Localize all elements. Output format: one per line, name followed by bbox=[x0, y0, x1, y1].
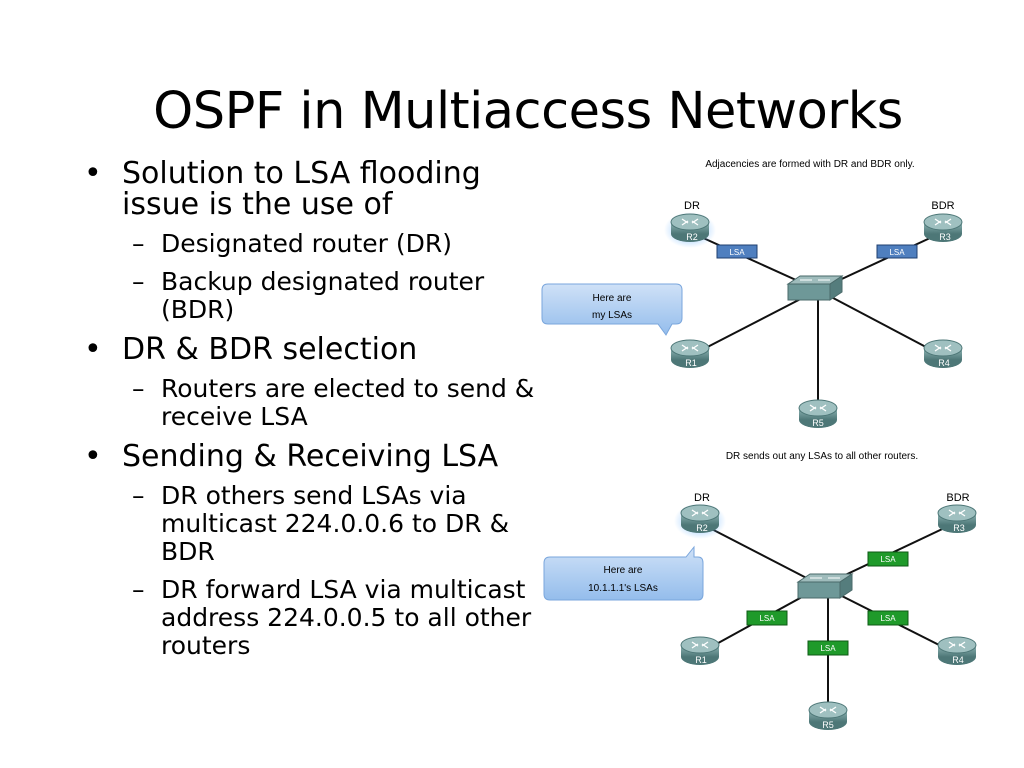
bullet-text: Sending & Receiving LSA bbox=[122, 439, 499, 474]
diagram1-links bbox=[689, 231, 944, 412]
bullet-item: •Sending & Receiving LSA bbox=[84, 439, 499, 474]
dr-label: DR bbox=[694, 492, 710, 504]
svg-text:R5: R5 bbox=[822, 720, 834, 730]
svg-text:R3: R3 bbox=[939, 232, 951, 242]
svg-text:Here are: Here are bbox=[604, 565, 643, 576]
diagram1-switch bbox=[786, 275, 844, 301]
router-r2-dr: R2 bbox=[664, 212, 716, 248]
sub-bullet-text: Designated router (DR) bbox=[161, 229, 453, 258]
svg-text:LSA: LSA bbox=[759, 614, 775, 623]
router-r1: R1 bbox=[670, 339, 710, 368]
svg-text:LSA: LSA bbox=[880, 614, 896, 623]
router-r3-bdr: R3 bbox=[923, 213, 963, 242]
svg-text:R5: R5 bbox=[812, 418, 824, 428]
bullet-text: DR & BDR selection bbox=[122, 332, 418, 367]
bdr-label: BDR bbox=[931, 200, 954, 212]
router-r4: R4 bbox=[923, 339, 963, 368]
diagram2-switch bbox=[796, 573, 854, 599]
slide-title: OSPF in Multiaccess Networks bbox=[153, 82, 903, 141]
sub-bullet-item: –DR forward LSA via multicast address 22… bbox=[132, 575, 532, 660]
svg-text:LSA: LSA bbox=[880, 555, 896, 564]
router-r5: R5 bbox=[808, 701, 848, 730]
svg-text:Here are: Here are bbox=[593, 293, 632, 304]
diagram1-callout: Here are my LSAs bbox=[541, 283, 683, 336]
diagram2-links bbox=[699, 522, 956, 715]
svg-text:R4: R4 bbox=[938, 358, 950, 368]
diagram2-lsa-tag: LSA bbox=[867, 551, 909, 567]
router-r1: R1 bbox=[680, 636, 720, 665]
diagram1-lsa-tag: LSA bbox=[876, 244, 918, 259]
diagram2-lsa-tag: LSA bbox=[807, 640, 849, 656]
svg-text:R1: R1 bbox=[685, 358, 697, 368]
bullet-item: •DR & BDR selection bbox=[84, 332, 418, 367]
diagram2-callout: Here are 10.1.1.1's LSAs bbox=[543, 545, 704, 601]
router-r5: R5 bbox=[798, 399, 838, 428]
diagram2-lsa-tag: LSA bbox=[867, 610, 909, 626]
svg-text:LSA: LSA bbox=[729, 248, 745, 257]
router-r2-dr: R2 bbox=[674, 503, 726, 539]
bdr-label: BDR bbox=[946, 492, 969, 504]
sub-bullet-item: –DR others send LSAs via multicast 224.0… bbox=[132, 481, 510, 566]
dr-label: DR bbox=[684, 200, 700, 212]
bullet-text: Solution to LSA flooding issue is the us… bbox=[122, 156, 481, 222]
bullet-list: •Solution to LSA flooding issue is the u… bbox=[82, 158, 552, 670]
svg-text:R4: R4 bbox=[952, 655, 964, 665]
sub-bullet-item: –Backup designated router (BDR) bbox=[132, 267, 485, 324]
svg-text:R2: R2 bbox=[696, 523, 708, 533]
sub-bullet-text: DR others send LSAs via multicast 224.0.… bbox=[161, 481, 510, 566]
svg-text:my LSAs: my LSAs bbox=[592, 310, 632, 321]
diagram1-caption: Adjacencies are formed with DR and BDR o… bbox=[705, 159, 914, 170]
sub-bullet-text: Backup designated router (BDR) bbox=[161, 267, 485, 324]
bullet-item: •Solution to LSA flooding issue is the u… bbox=[84, 156, 481, 222]
svg-text:R1: R1 bbox=[695, 655, 707, 665]
sub-bullet-text: Routers are elected to send & receive LS… bbox=[161, 374, 535, 431]
svg-text:LSA: LSA bbox=[820, 644, 836, 653]
svg-text:LSA: LSA bbox=[889, 248, 905, 257]
sub-bullet-item: –Routers are elected to send & receive L… bbox=[132, 374, 535, 431]
diagram1-lsa-tag: LSA bbox=[716, 244, 758, 259]
svg-text:R3: R3 bbox=[953, 523, 965, 533]
router-r3-bdr: R3 bbox=[937, 504, 977, 533]
router-r4: R4 bbox=[937, 636, 977, 665]
svg-text:R2: R2 bbox=[686, 232, 698, 242]
sub-bullet-text: DR forward LSA via multicast address 224… bbox=[161, 575, 532, 660]
svg-text:10.1.1.1's LSAs: 10.1.1.1's LSAs bbox=[588, 583, 658, 594]
diagram2-caption: DR sends out any LSAs to all other route… bbox=[726, 451, 918, 462]
diagram2-lsa-tag: LSA bbox=[746, 610, 788, 626]
sub-bullet-item: –Designated router (DR) bbox=[132, 229, 453, 258]
